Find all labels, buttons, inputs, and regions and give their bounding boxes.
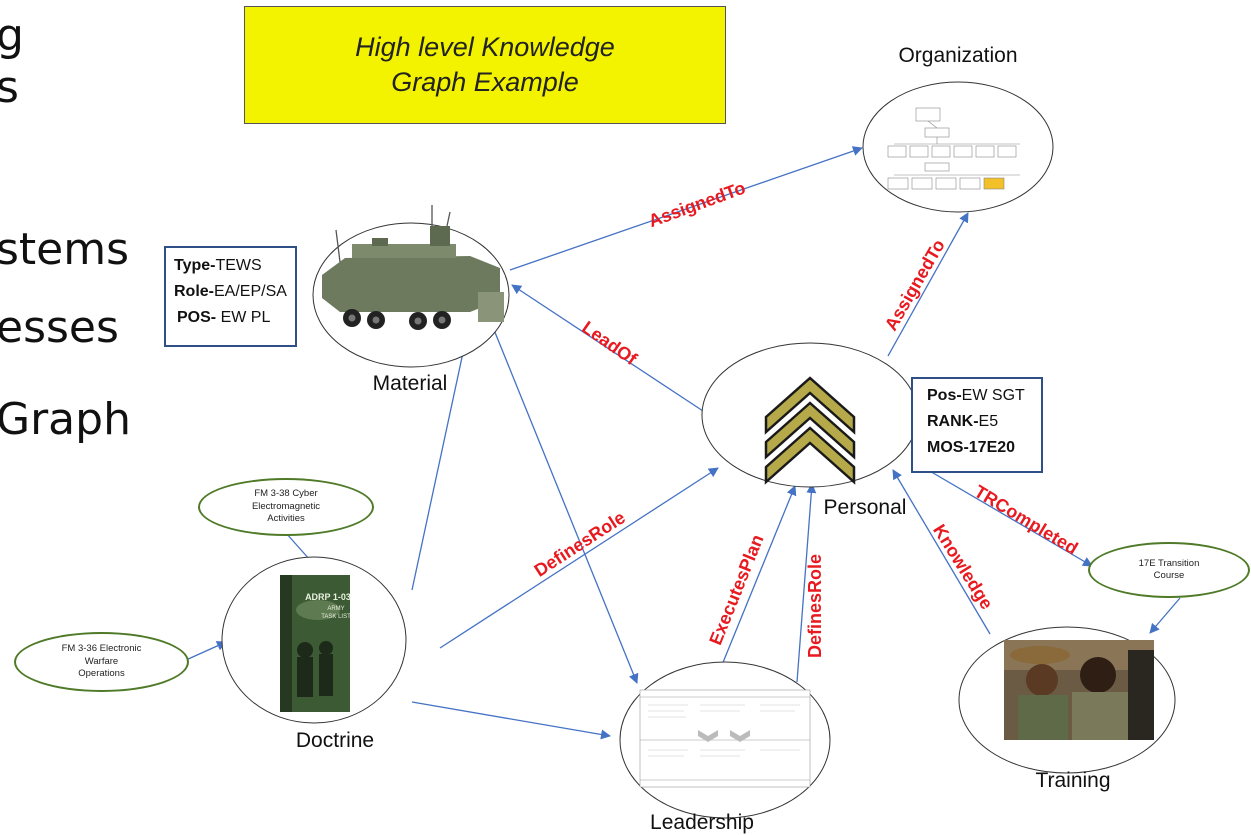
edge-personal-transition <box>927 469 1093 567</box>
edge-personal-organization <box>887 212 969 357</box>
personal-attributes-box: Pos-EW SGT RANK-E5 MOS-17E20 <box>911 377 1043 473</box>
fm-3-36-node: FM 3-36 Electronic Warfare Operations <box>14 632 189 692</box>
left-text-5: Graph <box>0 394 131 445</box>
edge-material-leadership <box>489 319 639 684</box>
edge-leadership-personal-2 <box>796 483 817 683</box>
material-role-value: EA/EP/SA <box>214 283 287 300</box>
personal-pos-key: Pos- <box>927 387 962 404</box>
left-text-3: stems <box>0 224 130 275</box>
edge-label-defines-role-2: DefinesRole <box>805 554 825 658</box>
transition-line-2: Course <box>1153 570 1185 581</box>
edge-leadership-personal-1 <box>714 485 797 683</box>
material-pos-key: POS- <box>177 309 217 326</box>
material-type-key: Type- <box>174 257 216 274</box>
book-sub-2: TASK LIST <box>321 614 351 620</box>
title-line-2: Graph Example <box>391 67 579 97</box>
edge-personal-material <box>511 284 704 412</box>
sergeant-chevron-icon <box>764 376 856 485</box>
book-title: ADRP 1-03 <box>305 592 351 602</box>
left-text-4: esses <box>0 302 119 353</box>
fm336-line-2: Warfare <box>84 655 119 667</box>
fm-3-38-node: FM 3-38 Cyber Electromagnetic Activities <box>198 478 374 536</box>
edge-label-tr-completed: TRCompleted <box>971 481 1082 558</box>
edge-label-assigned-to-2: AssignedTo <box>881 236 949 334</box>
transition-course-node: 17E Transition Course <box>1088 542 1250 598</box>
training-label: Training <box>1035 769 1111 792</box>
edges <box>185 146 1181 740</box>
material-attributes-box: Type-TEWS Role-EA/EP/SA POS- EW PL <box>164 246 297 347</box>
edge-label-assigned-to-1: AssignedTo <box>646 178 748 232</box>
fm338-line-3: Activities <box>267 513 305 525</box>
material-role-key: Role- <box>174 283 214 300</box>
transition-line-1: 17E Transition <box>1138 557 1200 569</box>
edge-doctrine-material <box>411 319 473 591</box>
personal-label: Personal <box>823 496 907 519</box>
personal-mos-key: MOS-17E20 <box>927 439 1016 456</box>
training-photo-image <box>1004 640 1154 740</box>
material-type-value: TEWS <box>215 257 262 274</box>
material-pos-value: EW PL <box>216 309 271 326</box>
edge-transition-training <box>1149 597 1181 634</box>
left-text-2: s <box>0 62 19 113</box>
edge-training-personal <box>892 469 991 635</box>
material-label: Material <box>372 372 448 395</box>
personal-pos-value: EW SGT <box>961 387 1025 404</box>
fm338-line-1: FM 3-38 Cyber <box>254 488 318 500</box>
doctrine-book-image: ADRP 1-03 ARMY TASK LIST <box>280 575 351 712</box>
doctrine-label: Doctrine <box>295 729 375 752</box>
fm336-line-1: FM 3-36 Electronic <box>61 643 142 655</box>
edge-doctrine-personal <box>439 467 719 649</box>
edge-doctrine-leadership <box>411 701 611 740</box>
org-chart-image <box>887 107 1020 190</box>
left-text-1: g <box>0 10 24 61</box>
title-line-1: High level Knowledge <box>355 32 615 62</box>
fm338-line-2: Electromagnetic <box>251 500 321 512</box>
edge-label-knowledge: Knowledge <box>929 521 997 613</box>
edge-label-defines-role-1: DefinesRole <box>531 507 629 580</box>
leadership-chart-image <box>639 689 811 788</box>
edge-label-lead-of: LeadOf <box>578 317 641 370</box>
diagram-title: High level Knowledge Graph Example <box>244 6 726 124</box>
personal-rank-key: RANK- <box>927 413 979 430</box>
fm336-line-3: Operations <box>78 668 125 680</box>
leadership-label: Leadership <box>650 811 754 834</box>
book-sub-1: ARMY <box>327 606 344 612</box>
personal-rank-value: E5 <box>978 413 999 430</box>
vehicle-image <box>322 205 504 330</box>
organization-label: Organization <box>898 44 1018 67</box>
edge-fm336-doctrine <box>185 641 227 661</box>
edge-material-organization <box>509 146 863 271</box>
